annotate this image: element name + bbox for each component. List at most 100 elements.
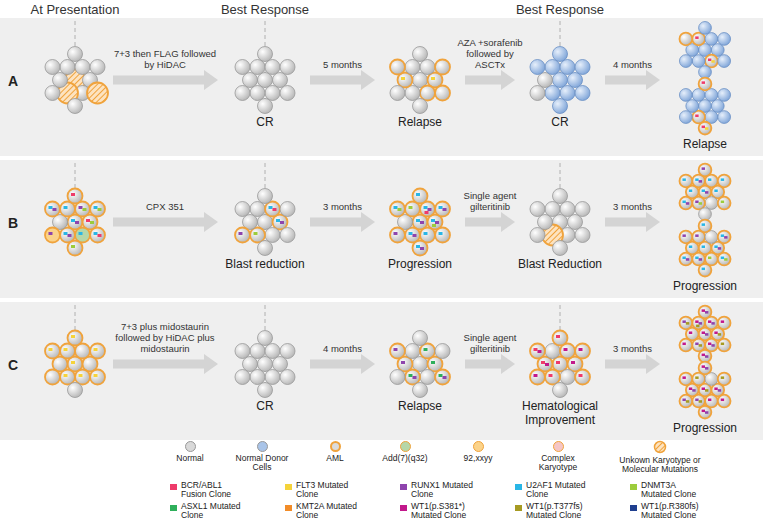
clone-mark (702, 410, 705, 413)
clone-mark (682, 178, 685, 181)
aml-cell (718, 197, 731, 210)
row-band: BBlast reductionProgressionBlast Reducti… (0, 160, 763, 298)
clone-mark (79, 374, 83, 377)
aml-cell (390, 202, 405, 217)
clone-mark (708, 320, 711, 323)
treatment-arrow (465, 76, 501, 85)
cell-cluster (235, 189, 295, 256)
clone-mark (579, 348, 583, 351)
clone-mark (416, 219, 420, 222)
clone-mark (708, 342, 711, 345)
clone-mark (94, 232, 98, 235)
aml-cell (679, 395, 692, 408)
donor-cell (679, 55, 692, 68)
normal-cell (420, 369, 435, 384)
donor-cell (711, 100, 724, 113)
normal-cell (435, 344, 450, 359)
stage-cluster: Relapse (375, 46, 465, 130)
normal-cell (250, 85, 265, 100)
clone-mark (83, 208, 87, 211)
clone-mark (393, 348, 397, 351)
normal-cell (705, 197, 718, 210)
aml-cell (265, 202, 280, 217)
normal-cell (258, 189, 273, 204)
aml-cell (699, 306, 712, 319)
clone-mark (94, 206, 98, 209)
normal-cell (258, 73, 273, 88)
clone-mark (68, 234, 72, 237)
normal-cell (235, 60, 250, 75)
legend-swatch (653, 440, 667, 454)
clone-mark (702, 387, 705, 390)
aml-cell (68, 189, 83, 204)
normal-cell (560, 202, 575, 217)
aml-cell (390, 60, 405, 75)
legend-text: WT1(p.S381*) Mutated Clone (411, 502, 475, 521)
clone-mark (689, 189, 692, 192)
legend-item: WT1(p.S381*) Mutated Clone (400, 502, 480, 521)
legend-item: AML (299, 440, 371, 463)
legend-item: Complex Karyotype (522, 440, 594, 473)
normal-cell (530, 228, 545, 243)
aml-cell (679, 231, 692, 244)
clone-mark (48, 206, 52, 209)
legend-text: KMT2A Mutated Clone (296, 502, 360, 521)
legend-swatch (630, 505, 637, 511)
clone-mark (702, 331, 705, 334)
legend-item: DNMT3A Mutated Clone (630, 481, 710, 500)
clone-mark (401, 77, 405, 80)
aml-cell (420, 344, 435, 359)
clone-mark (52, 208, 56, 211)
clone-mark (269, 206, 273, 209)
cell-cluster (530, 189, 590, 256)
clone-mark (579, 374, 583, 377)
clone-mark (702, 81, 705, 84)
clone-mark (443, 208, 447, 211)
legend-swatch (553, 441, 564, 452)
donor-cell (679, 89, 692, 102)
interval-label: AZA +sorafenib followed by ASCTx (456, 38, 524, 71)
legend-text: U2AF1 Mutated Clone (526, 481, 590, 500)
legend-item: Normal Donor Cells (226, 440, 298, 473)
aml-cell (575, 370, 590, 385)
aml-cell (413, 189, 428, 204)
clone-mark (48, 348, 52, 351)
normal-cell (280, 202, 295, 217)
stage-label: Progression (375, 258, 465, 272)
clone-mark (431, 77, 435, 80)
normal-cell (75, 60, 90, 75)
clone-mark (682, 201, 685, 204)
legend-swatch (400, 505, 407, 511)
aml-cell (699, 164, 712, 177)
clone-mark (94, 348, 98, 351)
cell-cluster (235, 47, 295, 114)
normal-cell (265, 369, 280, 384)
aml-cell (45, 228, 60, 243)
normal-cell (68, 99, 83, 114)
row-band (0, 302, 763, 440)
normal-cell (530, 202, 545, 217)
legend-swatch (170, 484, 177, 490)
donor-cell (553, 47, 568, 62)
clone-mark (424, 348, 428, 351)
aml-cell (45, 344, 60, 359)
clone-mark (699, 322, 702, 325)
normal-cell (280, 228, 295, 243)
donor-cell (679, 111, 692, 124)
legend-swatch (285, 505, 292, 511)
legend-item: 92,xxyy (442, 440, 514, 463)
legend-swatch (400, 441, 411, 452)
stage-label: Progression (660, 280, 750, 294)
hatched-cell (655, 442, 666, 453)
treatment-arrow (605, 76, 646, 85)
clone-mark (564, 348, 568, 351)
clone-mark (702, 223, 705, 226)
stage-label: CR (515, 116, 605, 130)
normal-cell (45, 86, 60, 101)
cell-cluster (679, 362, 730, 419)
clone-mark (71, 361, 75, 364)
normal-cell (280, 344, 295, 359)
stage-label: Hematological Improvement (515, 400, 605, 428)
stage-cluster: Progression (660, 162, 750, 294)
clone-mark (413, 234, 417, 237)
